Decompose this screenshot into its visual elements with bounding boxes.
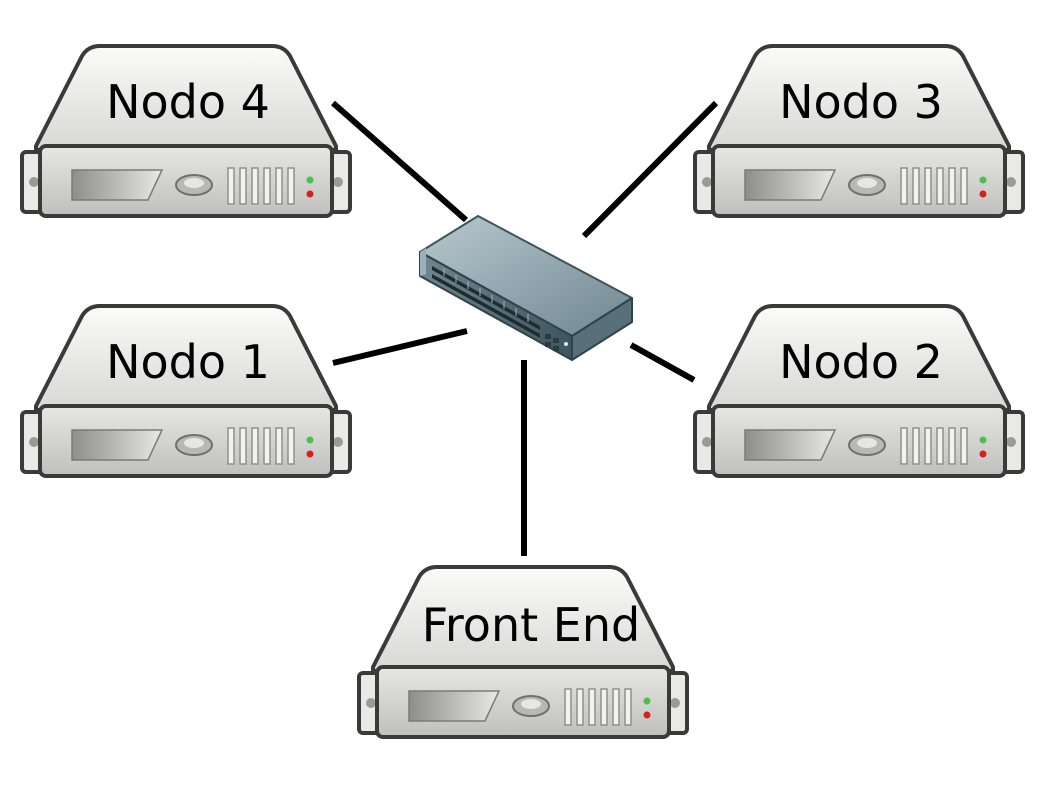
- server-label: Nodo 3: [779, 75, 943, 129]
- server-nodo2: Nodo 2: [693, 304, 1025, 478]
- server-nodo4: Nodo 4: [20, 44, 352, 218]
- link-nodo2-switch: [629, 342, 696, 383]
- server-icon: [693, 44, 1025, 218]
- network-switch-icon: [419, 215, 633, 361]
- server-frontend: Front End: [357, 565, 689, 739]
- server-label: Nodo 1: [106, 335, 270, 389]
- server-nodo3: Nodo 3: [693, 44, 1025, 218]
- server-icon: [357, 565, 689, 739]
- server-label: Front End: [422, 598, 640, 652]
- server-label: Nodo 2: [779, 335, 943, 389]
- network-links: [331, 100, 719, 556]
- server-nodo1: Nodo 1: [20, 304, 352, 478]
- link-nodo1-switch: [332, 328, 468, 366]
- server-icon: [20, 44, 352, 218]
- server-label: Nodo 4: [106, 75, 270, 129]
- link-nodo4-switch: [331, 100, 468, 223]
- server-icon: [20, 304, 352, 478]
- server-icon: [693, 304, 1025, 478]
- link-nodo3-switch: [581, 100, 719, 239]
